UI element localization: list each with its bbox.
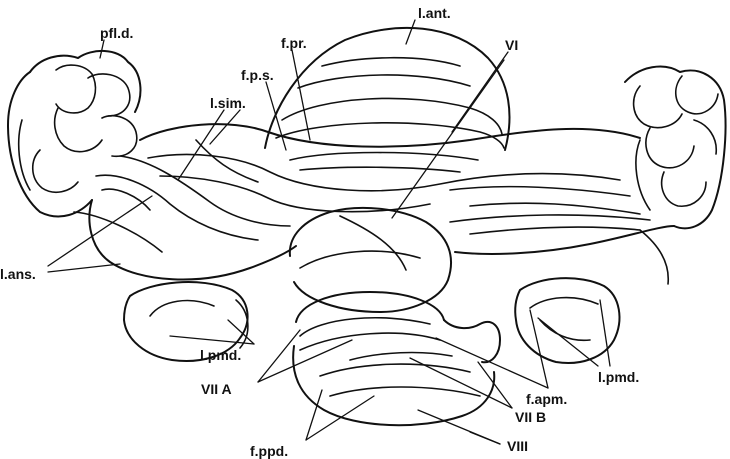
label-vii-a: VII A: [201, 381, 232, 397]
posterior-vermis: [293, 292, 500, 425]
right-paraflocculus-lobules: [625, 67, 726, 229]
label-vii-b: VII B: [515, 409, 546, 425]
label-f-pr: f.pr.: [281, 35, 307, 51]
label-l-sim: l.sim.: [210, 95, 246, 111]
label-f-ppd: f.ppd.: [250, 443, 288, 459]
label-l-ans: l.ans.: [0, 266, 36, 282]
label-pfl-d: pfl.d.: [100, 25, 133, 41]
paramedian-lobule-right: [515, 278, 619, 363]
label-l-ant: l.ant.: [418, 5, 451, 21]
label-viii: VIII: [507, 438, 528, 454]
label-f-p-s: f.p.s.: [241, 67, 274, 83]
label-f-apm: f.apm.: [526, 391, 567, 407]
label-l-pmd-right: l.pmd.: [598, 369, 639, 385]
central-vermis: [290, 208, 451, 312]
label-l-pmd-left: l.pmd.: [200, 347, 241, 363]
label-vi: VI: [505, 37, 518, 53]
diagram-labels: pfl.d. l.ant. f.pr. f.p.s. VI l.sim. l.a…: [0, 5, 639, 459]
